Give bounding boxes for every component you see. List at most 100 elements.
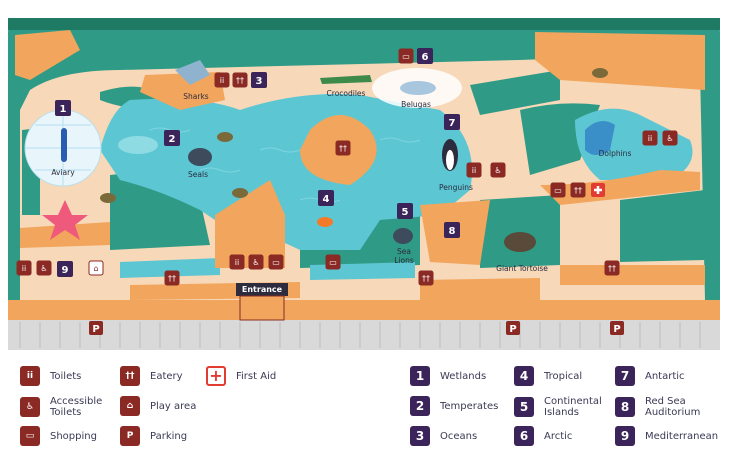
small-pool <box>118 136 158 154</box>
perimeter-wall <box>8 300 720 320</box>
parking-lines <box>19 322 701 348</box>
zone-marker-7[interactable]: 7 <box>444 114 460 130</box>
toilets-icon[interactable]: ii <box>16 260 32 276</box>
legend-label: Temperates <box>440 400 499 412</box>
label-giant-tortoise: Giant Tortoise <box>496 264 548 273</box>
crocodile-figure <box>320 75 372 84</box>
accessible-toilet-icon[interactable]: ♿ <box>490 162 506 178</box>
svg-text:♿: ♿ <box>494 166 501 175</box>
svg-text:7: 7 <box>449 118 456 129</box>
shark-figure <box>175 60 210 85</box>
shopping-bag-icon[interactable]: ▭ <box>398 48 414 64</box>
label-seals: Seals <box>188 170 208 179</box>
svg-text:ii: ii <box>22 264 26 273</box>
play-area-icon: ⌂ <box>120 396 140 416</box>
eatery-icon[interactable]: †† <box>335 140 351 156</box>
zone-4-icon: 4 <box>514 366 534 386</box>
first-aid-icon[interactable] <box>591 183 605 197</box>
svg-text:♿: ♿ <box>40 264 47 273</box>
legend-label: Wetlands <box>440 370 487 382</box>
accessible-toilet-icon[interactable]: ♿ <box>36 260 52 276</box>
toilets-icon[interactable]: ii <box>642 130 658 146</box>
svg-text:ii: ii <box>472 166 476 175</box>
zone-marker-6[interactable]: 6 <box>417 48 433 64</box>
zone-marker-5[interactable]: 5 <box>397 203 413 219</box>
play-area-icon[interactable]: ⌂ <box>88 260 104 276</box>
zone-marker-3[interactable]: 3 <box>251 72 267 88</box>
parking-marker[interactable]: P <box>506 321 520 335</box>
zone-5-icon: 5 <box>514 397 534 417</box>
eatery-icon[interactable]: †† <box>570 182 586 198</box>
animal-figures <box>42 60 615 252</box>
zone-marker-1[interactable]: 1 <box>55 100 71 116</box>
svg-text:▭: ▭ <box>272 258 280 267</box>
legend-zone-6: 6 Arctic <box>514 426 572 446</box>
shopping-bag-icon: ▭ <box>20 426 40 446</box>
zone-marker-9[interactable]: 9 <box>57 261 73 277</box>
legend-label: Oceans <box>440 430 478 442</box>
legend-zone-1: 1 Wetlands <box>410 366 486 386</box>
accessible-toilet-icon: ♿ <box>20 397 40 417</box>
eatery-icon[interactable]: †† <box>164 270 180 286</box>
eatery-icon[interactable]: †† <box>418 270 434 286</box>
facility-markers: ii††▭††ii♿ii♿▭††ii♿⌂††ii♿▭▭†††† <box>16 48 678 286</box>
label-sharks: Sharks <box>183 92 209 101</box>
zone-6-icon: 6 <box>514 426 534 446</box>
svg-text:3: 3 <box>256 76 263 87</box>
legend-label: Toilets <box>50 370 82 382</box>
svg-text:ii: ii <box>648 134 652 143</box>
svg-text:1: 1 <box>60 104 67 115</box>
turtle-figure <box>217 132 233 142</box>
zone-marker-8[interactable]: 8 <box>444 222 460 238</box>
svg-text:††: †† <box>236 76 244 85</box>
parking-marker[interactable]: P <box>610 321 624 335</box>
toilets-icon[interactable]: ii <box>214 72 230 88</box>
legend-eatery: ††Eatery <box>120 366 183 386</box>
tortoise-figure <box>504 232 536 252</box>
toilets-icon[interactable]: ii <box>229 254 245 270</box>
label-dolphins: Dolphins <box>599 149 632 158</box>
svg-text:♿: ♿ <box>666 134 673 143</box>
accessible-toilet-icon[interactable]: ♿ <box>662 130 678 146</box>
entrance[interactable]: Entrance <box>236 283 288 321</box>
shopping-bag-icon[interactable]: ▭ <box>268 254 284 270</box>
mediterranean-pool <box>120 258 220 278</box>
zone-marker-4[interactable]: 4 <box>318 190 334 206</box>
shopping-bag-icon[interactable]: ▭ <box>550 182 566 198</box>
svg-text:9: 9 <box>62 265 69 276</box>
svg-text:5: 5 <box>402 207 409 218</box>
svg-text:♿: ♿ <box>252 258 259 267</box>
svg-text:††: †† <box>608 264 616 273</box>
legend-label: Parking <box>150 430 188 442</box>
legend-play-area: ⌂Play area <box>120 396 196 416</box>
toilets-icon[interactable]: ii <box>466 162 482 178</box>
label-belugas: Belugas <box>401 100 431 109</box>
legend-label: Arctic <box>544 430 573 442</box>
svg-text:6: 6 <box>422 52 429 63</box>
accessible-toilet-icon[interactable]: ♿ <box>248 254 264 270</box>
shopping-bag-icon[interactable]: ▭ <box>325 254 341 270</box>
legend-label: Antartic <box>645 370 685 382</box>
zone-1-icon: 1 <box>410 366 430 386</box>
entrance-label: Entrance <box>242 285 283 294</box>
eatery-icon[interactable]: †† <box>604 260 620 276</box>
legend-zone-2: 2 Temperates <box>410 396 498 416</box>
eatery-icon[interactable]: †† <box>232 72 248 88</box>
zone-8-icon: 8 <box>615 397 635 417</box>
svg-text:2: 2 <box>169 134 176 145</box>
parking-marker[interactable]: P <box>89 321 103 335</box>
legend-label: First Aid <box>236 370 277 382</box>
legend-label: Mediterranean <box>645 430 719 442</box>
zone-marker-2[interactable]: 2 <box>164 130 180 146</box>
zone-2-icon: 2 <box>410 396 430 416</box>
